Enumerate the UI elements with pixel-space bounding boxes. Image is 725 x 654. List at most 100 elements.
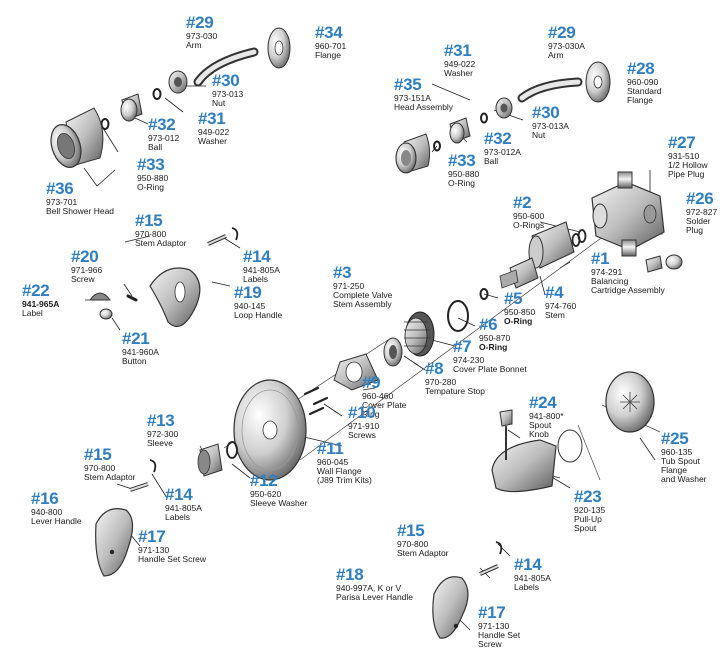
part-description: Arm (548, 49, 564, 60)
part-code: 949-022 (444, 58, 476, 69)
solder-plug (665, 254, 683, 270)
part-description: O-Rings (513, 219, 545, 230)
part-number-badge: #24 (529, 393, 557, 412)
part-code: 971-966 (71, 264, 103, 275)
part-code: 974-291 (591, 266, 623, 277)
part-description: 1/2 Hollow (668, 159, 708, 170)
part-code: 974-230 (453, 354, 485, 365)
part-description-line2: Flange (627, 94, 653, 105)
part-number-badge: #10 (348, 403, 376, 422)
callout-27-hollow-pipe-plug: #27 931-510 1/2 Hollow Pipe Plug (668, 134, 708, 179)
stem-adaptor-c (479, 564, 499, 576)
part-description: Parisa Lever Handle (336, 591, 414, 602)
part-code: 972-827 (686, 206, 718, 217)
part-description: O-Ring (504, 315, 533, 326)
part-description: Complete Valve (333, 289, 393, 300)
callout-21-button: #21 941-960A Button (122, 330, 159, 366)
callout-7-cover-plate-bonnet: #7 974-230 Cover Plate Bonnet (453, 338, 527, 374)
part-description: Sleeve Washer (250, 497, 308, 508)
part-code: 960-701 (315, 40, 347, 51)
part-code: 941-805A (165, 502, 202, 513)
part-number-badge: #23 (574, 487, 602, 506)
callout-18-parisa-lever-handle: #18 940-997A, K or V Parisa Lever Handle (336, 566, 413, 602)
part-description: Ball (148, 141, 163, 152)
part-description-line2: Spout (574, 522, 597, 533)
part-description-line2: Cartridge Assembly (591, 284, 665, 295)
part-code: 941-965A (22, 298, 60, 309)
callout-14-labels-bottom: #14 941-805A Labels (514, 556, 551, 592)
part-number-badge: #1 (591, 249, 610, 268)
part-description: Pull-Up (574, 513, 602, 524)
callout-30-nut: #30 973-013 Nut (212, 72, 243, 108)
part-number-badge: #28 (627, 59, 655, 78)
callout-3-complete-valve-stem: #3 971-250 Complete Valve Stem Assembly (333, 264, 392, 309)
part-number-badge: #2 (513, 193, 532, 212)
part-code: 960-045 (317, 456, 349, 467)
callout-15-stem-adaptor: #15 970-800 Stem Adaptor (135, 212, 187, 248)
part-number-badge: #32 (484, 129, 512, 148)
part-description-line2: Ring (362, 408, 380, 419)
sleeve-washer (226, 441, 238, 459)
cover-plate-ring (333, 353, 379, 391)
loop-handle (149, 267, 201, 327)
part-description: Stem Adaptor (397, 547, 449, 558)
part-code: 974-760 (545, 300, 577, 311)
part-number-badge: #7 (453, 337, 472, 356)
part-number-badge: #31 (198, 109, 226, 128)
head-assembly (395, 133, 431, 174)
callout-33-o-ring: #33 950-880 O-Ring (137, 156, 168, 192)
callout-29-arm: #29 973-030 Arm (186, 14, 217, 50)
washer-right (480, 112, 488, 124)
callout-15-stem-adaptor-bottom: #15 970-800 Stem Adaptor (397, 522, 449, 558)
part-number-badge: #15 (135, 211, 163, 230)
part-description: Nut (532, 129, 546, 140)
valve-body (591, 171, 665, 257)
part-code: 960-135 (661, 446, 693, 457)
part-description-line2: Plug (686, 224, 704, 235)
part-number-badge: #17 (478, 603, 506, 622)
part-number-badge: #20 (71, 247, 99, 266)
part-number-badge: #18 (336, 565, 364, 584)
part-code: 971-250 (333, 280, 365, 291)
part-number-badge: #15 (84, 445, 112, 464)
part-code: 950-880 (448, 168, 480, 179)
part-number-badge: #29 (548, 23, 576, 42)
washer-left (152, 88, 162, 100)
part-description: Cover Plate (362, 399, 407, 410)
part-description: Label (22, 307, 43, 318)
handle-set-screw-b (453, 623, 459, 629)
part-number-badge: #30 (212, 71, 240, 90)
part-description: Tub Spout (661, 455, 700, 466)
part-description: Solder (686, 215, 711, 226)
callout-28-standard-flange: #28 960-090 Standard Flange (627, 60, 662, 105)
o-ring-left (100, 118, 110, 130)
part-code: 941-805A (243, 264, 280, 275)
callout-8-temperature-stop: #8 970-280 Tempature Stop (425, 360, 485, 396)
part-description: Screws (348, 429, 376, 440)
part-description: Balancing (591, 275, 629, 286)
label-22 (89, 292, 111, 301)
part-code: 940-145 (234, 300, 266, 311)
part-code: 973-701 (46, 196, 78, 207)
bell-shower-head (50, 107, 104, 168)
part-description: Handle Set Screw (138, 553, 207, 564)
part-code: 970-800 (135, 228, 167, 239)
shower-arm-left (193, 47, 259, 87)
callout-30-nut-right: #30 973-013A Nut (532, 104, 569, 140)
callout-25-tub-spout-flange: #25 960-135 Tub Spout Flange and Washer (661, 430, 707, 484)
callout-5-o-ring: #5 950-850 O-Ring (504, 290, 535, 326)
callout-29-arm-right: #29 973-030A Arm (548, 24, 585, 60)
part-number-badge: #36 (46, 179, 74, 198)
part-description: Lever Handle (31, 515, 82, 526)
part-code: 941-800* (529, 410, 564, 421)
part-description: Handle Set (478, 629, 521, 640)
part-code: 972-300 (147, 428, 179, 439)
part-code: 970-800 (397, 538, 429, 549)
part-number-badge: #14 (165, 485, 193, 504)
o-ring-right (433, 140, 441, 152)
part-code: 940-997A, K or V (336, 582, 402, 593)
callout-26-solder-plug: #26 972-827 Solder Plug (686, 190, 717, 235)
callout-33-o-ring-right: #33 950-880 O-Ring (448, 152, 479, 188)
part-description-line2: Screw (478, 638, 502, 649)
